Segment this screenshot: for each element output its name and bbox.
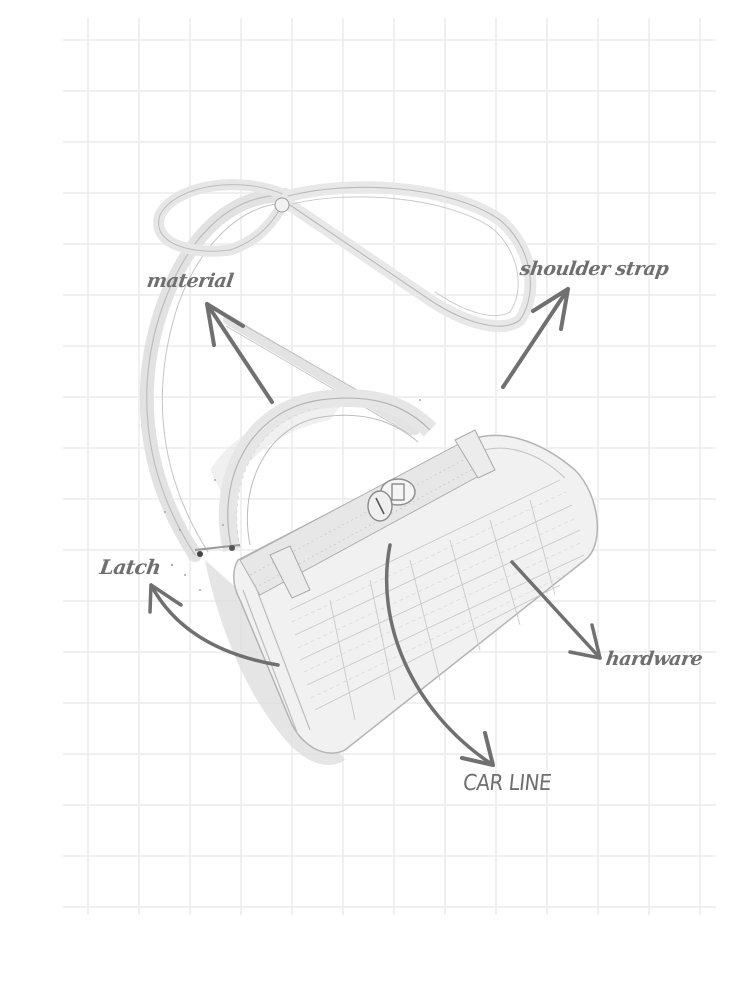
label-car-line: CAR LINE [461,771,553,796]
label-shoulder-strap: shoulder strap [518,258,670,280]
turn-lock-hardware [367,478,416,522]
latch-arrow [148,583,280,667]
car-line-arrow [384,543,495,767]
label-latch: Latch [98,555,163,579]
hardware-arrow [510,560,602,660]
label-material: material [145,270,235,292]
shoulder-strap-arrow [501,287,570,389]
bag-body-drawing [164,399,598,754]
annotation-arrows [148,287,602,767]
label-hardware: hardware [604,648,704,670]
material-arrow [205,302,274,404]
handle-drawing [218,389,437,553]
